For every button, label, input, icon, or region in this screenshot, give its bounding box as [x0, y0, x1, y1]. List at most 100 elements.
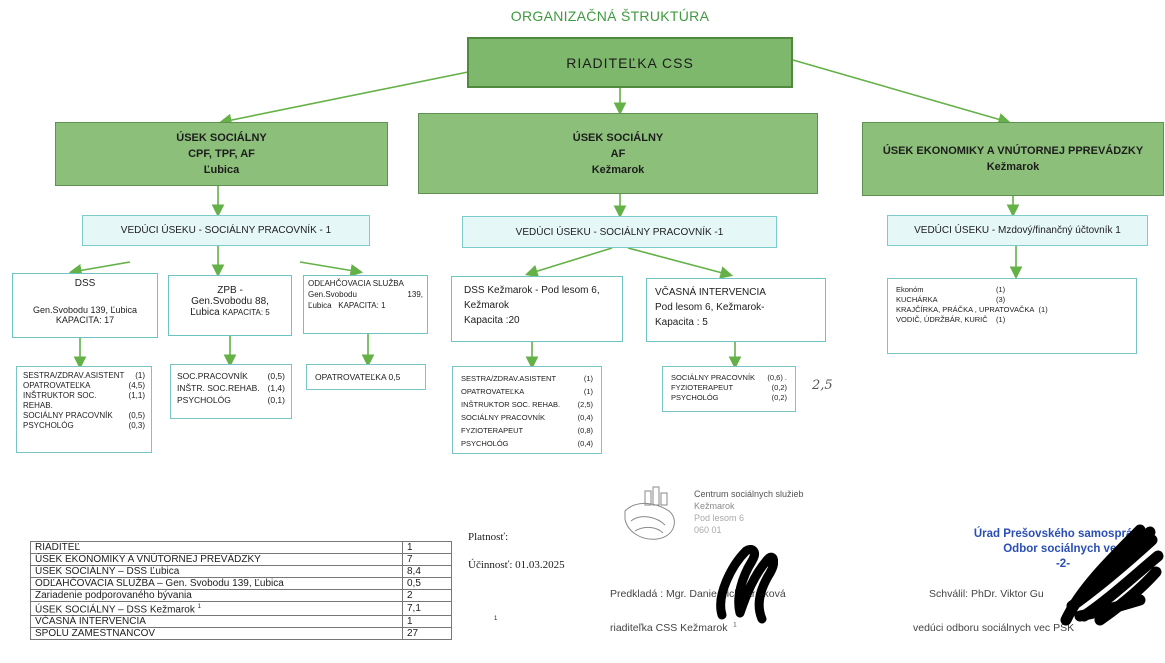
unit-address: Gen.Svobodu [308, 290, 357, 299]
signature-scribble-right-icon [1060, 524, 1164, 626]
unit-zpb: ZPB - Gen.Svobodu 88, Ľubica KAPACITA: 5 [168, 275, 292, 336]
staff-row: VODIČ, ÚDRŽBÁR, KURIČ (1) [896, 315, 1006, 324]
unit-dss-lubica: DSS Gen.Svobodu 139, Ľubica KAPACITA: 17 [12, 273, 158, 338]
unit-title: ZPB - [217, 285, 243, 296]
unit-address-city: Ľubica [190, 307, 220, 318]
staff-row: SOCIÁLNY PRACOVNÍK(0,5) [23, 411, 145, 420]
staff-row: SESTRA/ZDRAV.ASISTENT(1) [23, 371, 145, 380]
staff-list-zpb: SOC.PRACOVNÍK(0,5) INŠTR. SOC.REHAB.(1,4… [170, 364, 292, 419]
unit-title: ODĽAHČOVACIA SLUŽBA [308, 279, 404, 288]
stamp-line: Centrum sociálnych služieb [694, 489, 804, 499]
stamp-line: Odbor sociálnych vec [1003, 543, 1123, 555]
unit-vcasna-intervencia: VČASNÁ INTERVENCIA Pod lesom 6, Kežmarok… [646, 278, 826, 342]
staff-row: INŠTRUKTOR SOC. REHAB.(2,5) [461, 400, 593, 409]
unit-title: DSS [74, 278, 96, 289]
unit-line: Kapacita :20 [464, 315, 520, 326]
section-title: ÚSEK SOCIÁLNY [572, 131, 664, 144]
unit-line: Kežmarok [464, 300, 510, 311]
unit-odlahcovacia: ODĽAHČOVACIA SLUŽBA Gen.Svobodu 139, Ľubi… [303, 275, 428, 334]
staff-row: OPATROVATEĽKA(4,5) [23, 381, 145, 390]
signer-right-role: vedúci odboru sociálnych vec PSK [913, 622, 1075, 634]
staff-list-economy: Ekonóm(1) KUCHÁRKA(3) KRAJČÍRKA, PRÁČKA … [887, 278, 1137, 354]
table-row: ODĽAHČOVACIA SLUŽBA – Gen. Svobodu 139, … [30, 577, 452, 590]
staff-row: SOCIÁLNY PRACOVNÍK(0,4) [461, 413, 593, 422]
unit-address-number: 139, [407, 290, 423, 299]
staff-row: INŠTR. SOC.REHAB.(1,4) [177, 383, 285, 393]
staff-row: SOC.PRACOVNÍK(0,5) [177, 371, 285, 381]
stamp-line: 060 01 [694, 525, 722, 535]
staff-row: PSYCHOLÓG(0,4) [461, 439, 593, 448]
footnote-mark: 1 [494, 616, 498, 622]
director-box: RIADITEĽKA CSS [467, 37, 793, 88]
unit-line: Kapacita : 5 [655, 317, 708, 328]
stamp-css: Centrum sociálnych služieb Kežmarok Pod … [694, 488, 804, 536]
head-label: VEDÚCI ÚSEKU - SOCIÁLNY PRACOVNÍK - 1 [120, 225, 332, 236]
ucinnost-label: Účinnosť: 01.03.2025 [468, 559, 565, 571]
staff-row: FYZIOTERAPEUT(0,8) [461, 426, 593, 435]
head-label: VEDÚCI ÚSEKU - Mzdový/finančný účtovník … [914, 225, 1121, 236]
unit-line: VČASNÁ INTERVENCIA [655, 287, 766, 298]
signer-left-role: riaditeľka CSS Kežmarok 1 [610, 622, 737, 634]
staff-row: FYZIOTERAPEUT(0,2) [671, 383, 787, 392]
section-economy: ÚSEK EKONOMIKY A VNÚTORNEJ PPREVÁDZKY Ke… [862, 122, 1164, 196]
unit-capacity: KAPACITA: 5 [222, 308, 270, 317]
section-location: Ľubica [203, 164, 240, 176]
unit-address-city: Ľubica [308, 301, 332, 310]
unit-capacity: KAPACITA: 1 [338, 301, 386, 310]
director-label: RIADITEĽKA CSS [566, 54, 694, 71]
unit-address: Gen.Svobodu 88, [191, 296, 269, 307]
unit-line: Pod lesom 6, Kežmarok- [655, 302, 765, 313]
staff-row: SOCIÁLNY PRACOVNÍK(0,6) . [671, 373, 787, 382]
staff-list-vcasna: SOCIÁLNY PRACOVNÍK(0,6) . FYZIOTERAPEUT(… [662, 366, 796, 412]
staff-list-dss: SESTRA/ZDRAV.ASISTENT(1) OPATROVATEĽKA(4… [16, 366, 152, 453]
section-subtitle: CPF, TPF, AF [188, 148, 255, 160]
page-title: ORGANIZAČNÁ ŠTRUKTÚRA [510, 8, 710, 24]
section-location: Kežmarok [986, 161, 1040, 173]
staff-row: PSYCHOLÓG(0,3) [23, 421, 145, 430]
handwritten-note: 2,5 [812, 378, 833, 393]
staff-row: INŠTRUKTOR SOC. REHAB.(1,1) [23, 391, 145, 410]
section-location: Kežmarok [591, 163, 645, 176]
head-box-economy: VEDÚCI ÚSEKU - Mzdový/finančný účtovník … [887, 215, 1148, 246]
stamp-line: Kežmarok [694, 501, 735, 511]
stamp-line: Pod lesom 6 [694, 513, 745, 523]
head-label: VEDÚCI ÚSEKU - SOCIÁLNY PRACOVNÍK -1 [515, 226, 724, 238]
staff-row: KRAJČÍRKA, PRÁČKA , UPRATOVAČKA (1) [896, 305, 1048, 314]
section-social-kezmarok: ÚSEK SOCIÁLNY AF Kežmarok [418, 113, 818, 194]
signature-scribble-left-icon [716, 545, 778, 624]
staff-row: PSYCHOLÓG(0,2) [671, 393, 787, 402]
unit-dss-kezmarok: DSS Kežmarok - Pod lesom 6, Kežmarok Kap… [451, 276, 623, 342]
css-logo-stamp-icon [624, 486, 675, 540]
section-title: ÚSEK EKONOMIKY A VNÚTORNEJ PPREVÁDZKY [882, 145, 1144, 157]
staff-row: OPATROVATEĽKA(1) [461, 387, 593, 396]
section-title: ÚSEK SOCIÁLNY [176, 132, 267, 144]
stamp-psk: Úrad Prešovského samosprávne Odbor sociá… [968, 527, 1158, 572]
stamp-line: -2- [1055, 558, 1071, 570]
unit-line: DSS Kežmarok - Pod lesom 6, [464, 285, 600, 296]
signer-right-name: Schválil: PhDr. Viktor Gu [929, 588, 1044, 600]
staff-row: KUCHÁRKA(3) [896, 295, 1006, 304]
staff-list-odlahcovacia: OPATROVATEĽKA 0,5 [306, 364, 426, 390]
section-subtitle: AF [610, 147, 626, 160]
head-box-lubica: VEDÚCI ÚSEKU - SOCIÁLNY PRACOVNÍK - 1 [82, 215, 370, 246]
staff-list-dss-kezmarok: SESTRA/ZDRAV.ASISTENT(1) OPATROVATEĽKA(1… [452, 366, 602, 454]
unit-address: Gen.Svobodu 139, Ľubica [32, 305, 138, 315]
platnost-label: Platnosť: [468, 531, 509, 543]
staff-row: Ekonóm(1) [896, 285, 1006, 294]
staff-row: PSYCHOLÓG(0,1) [177, 395, 285, 405]
head-box-kezmarok: VEDÚCI ÚSEKU - SOCIÁLNY PRACOVNÍK -1 [462, 216, 777, 248]
staff-row: SESTRA/ZDRAV.ASISTENT(1) [461, 374, 593, 383]
stamp-line: Úrad Prešovského samosprávne [973, 528, 1153, 540]
section-social-lubica: ÚSEK SOCIÁLNY CPF, TPF, AF Ľubica [55, 122, 388, 186]
staff-row: OPATROVATEĽKA 0,5 [315, 372, 401, 382]
unit-capacity: KAPACITA: 17 [55, 315, 115, 325]
